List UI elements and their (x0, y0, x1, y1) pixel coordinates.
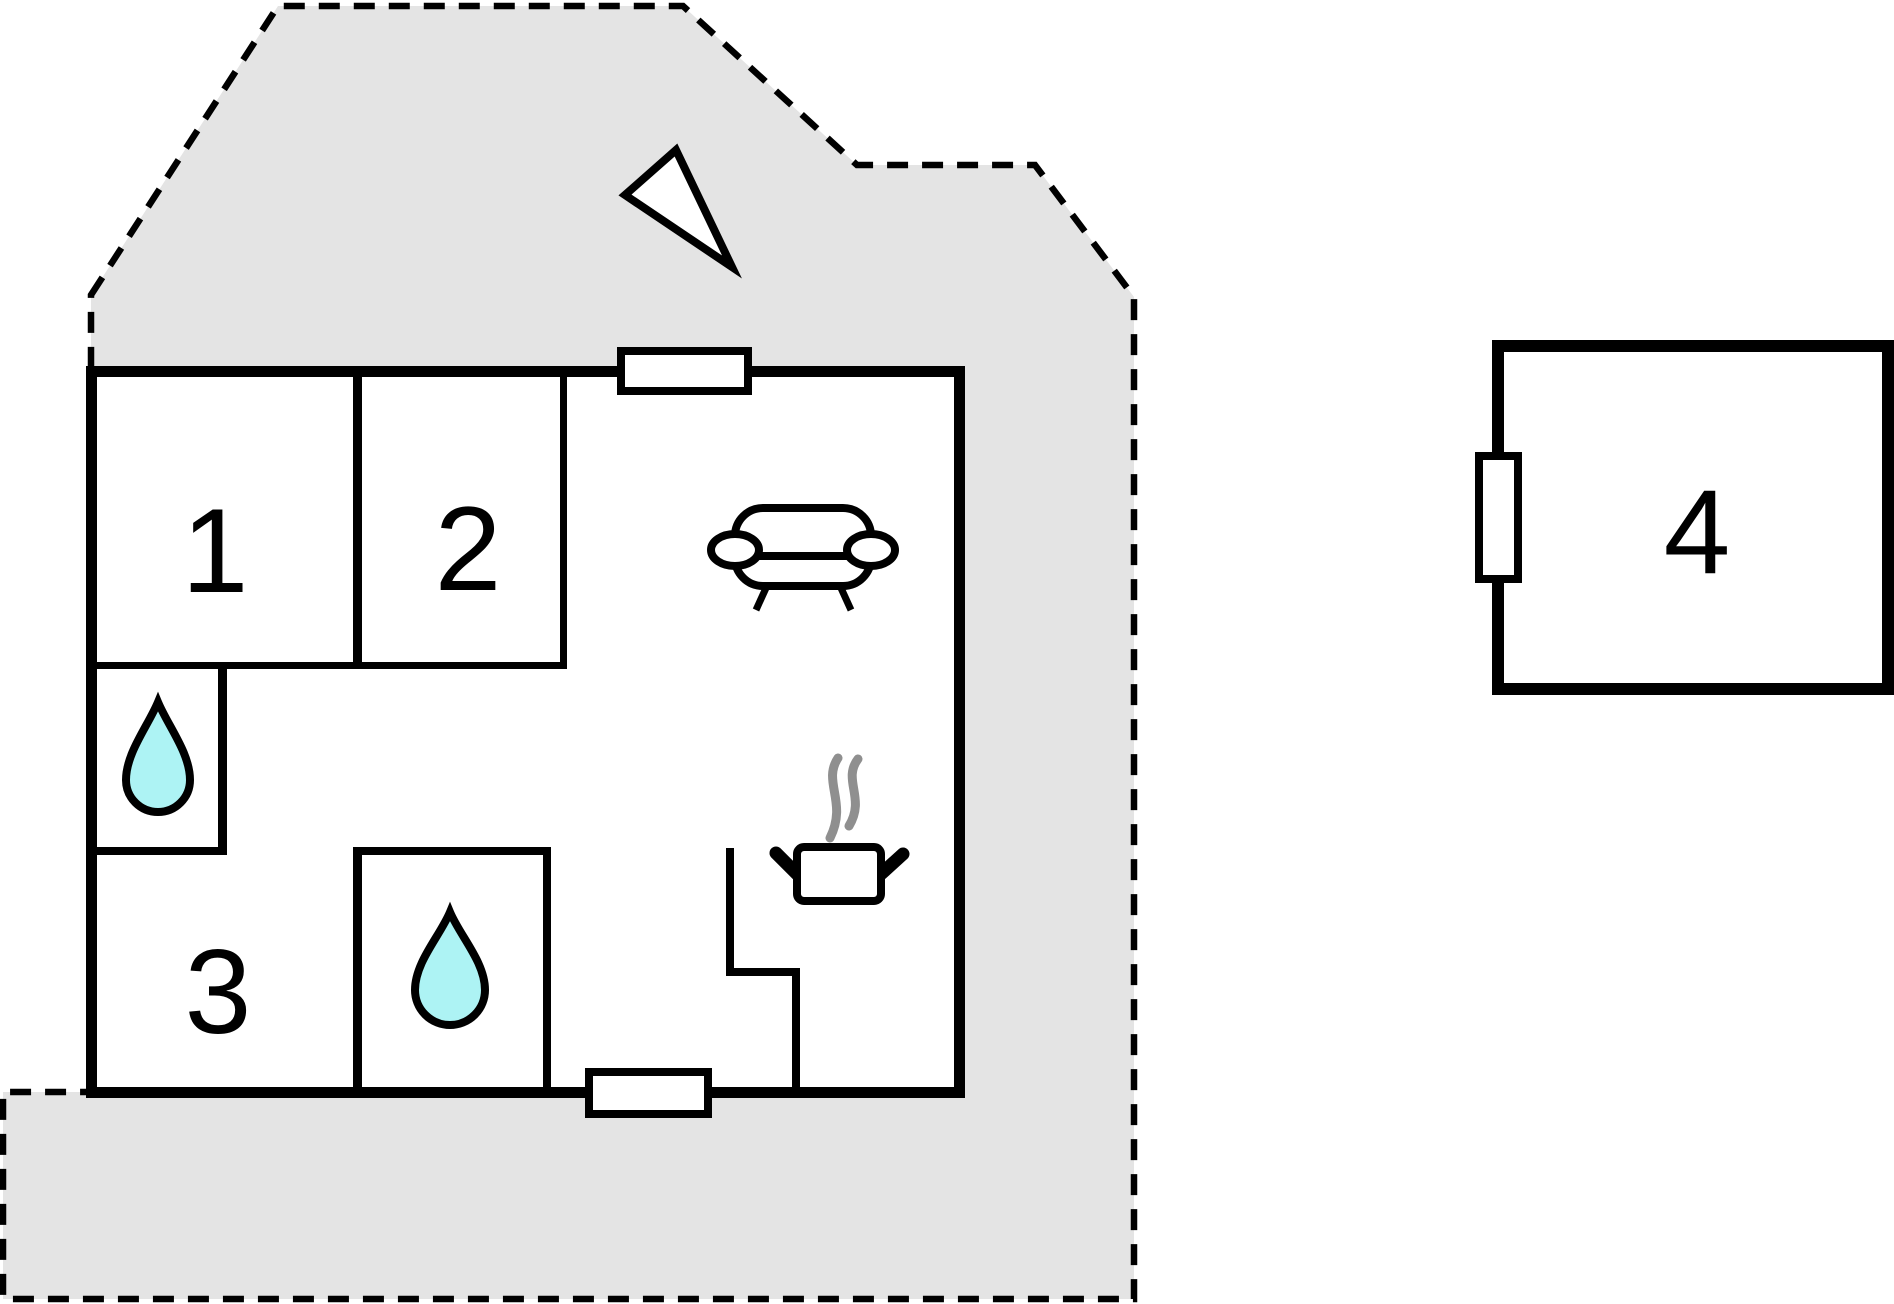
water-drop-icon (121, 691, 195, 816)
wall-kitchen-step (726, 968, 800, 976)
north-arrow-icon (618, 143, 742, 279)
annex-building: 4 (1475, 340, 1894, 695)
stove-pot-icon (769, 753, 910, 905)
water-drop-icon (410, 901, 490, 1029)
window-bottom-wall (585, 1068, 712, 1118)
wall-bath1-right (218, 669, 227, 855)
wall-room2-living (560, 377, 567, 669)
wall-bath2-right (543, 855, 551, 1087)
wall-bath2-top (353, 847, 551, 855)
steam-icon (844, 754, 863, 831)
sofa-icon (707, 504, 899, 612)
room-1-label: 1 (182, 484, 249, 618)
window-top-wall (617, 347, 752, 395)
wall-bath1-bottom (97, 847, 227, 855)
room-4-label: 4 (1664, 465, 1731, 599)
room-3-label: 3 (185, 925, 252, 1059)
wall-room3-bath2 (353, 855, 362, 1087)
wall-hall (97, 662, 567, 669)
main-house (86, 366, 965, 1098)
room-2-label: 2 (435, 482, 502, 616)
wall-kitchen-vertical (726, 848, 734, 976)
interior-walls (97, 377, 800, 1087)
wall-room1-room2 (353, 377, 362, 669)
window-annex-left-wall (1475, 452, 1522, 583)
annex-outline (1492, 340, 1894, 695)
wall-kitchen-lower (792, 968, 800, 1087)
steam-icon (825, 753, 843, 843)
